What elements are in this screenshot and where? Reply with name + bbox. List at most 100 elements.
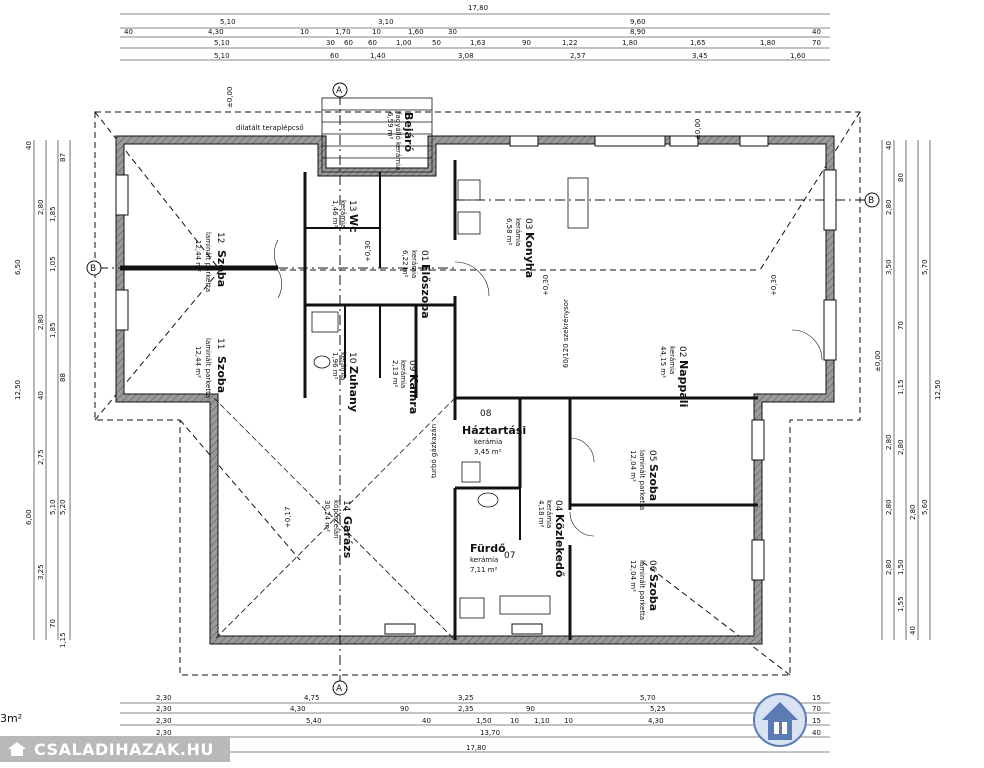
elevation-living: +0,30 xyxy=(542,275,550,296)
svg-text:kerámia: kerámia xyxy=(399,360,407,388)
svg-text:kerámia: kerámia xyxy=(470,556,498,564)
svg-text:09: 09 xyxy=(407,360,417,372)
dim-text-bottom: 2,30 4,75 3,25 5,70 15 2,30 4,30 90 2,35… xyxy=(156,694,821,752)
svg-text:5,20: 5,20 xyxy=(59,499,67,515)
svg-text:Kamra: Kamra xyxy=(407,374,420,414)
watermark-text: CSALADIHAZAK.HU xyxy=(34,739,214,759)
svg-text:15: 15 xyxy=(812,694,821,702)
svg-text:9,60: 9,60 xyxy=(630,18,646,26)
room-label-07: 07 Fürdő kerámia 7,11 m² xyxy=(470,542,515,574)
svg-text:5,10: 5,10 xyxy=(214,39,230,47)
svg-text:05: 05 xyxy=(647,450,657,461)
svg-text:12: 12 xyxy=(215,232,225,243)
svg-text:2,80: 2,80 xyxy=(885,499,893,515)
svg-text:3,08: 3,08 xyxy=(458,52,474,60)
svg-text:5,60: 5,60 xyxy=(921,499,929,515)
svg-text:4,18 m²: 4,18 m² xyxy=(537,500,545,528)
svg-text:5,40: 5,40 xyxy=(306,717,322,725)
room-label-06: 06 Szoba laminált parketta 12,04 m² xyxy=(629,560,660,620)
svg-text:40: 40 xyxy=(909,626,917,635)
svg-text:3,45 m²: 3,45 m² xyxy=(474,448,502,456)
svg-text:06: 06 xyxy=(647,560,657,572)
svg-text:15: 15 xyxy=(812,717,821,725)
svg-text:kerámia: kerámia xyxy=(410,250,418,278)
svg-text:12,44 m²: 12,44 m² xyxy=(194,346,202,378)
svg-text:5,70: 5,70 xyxy=(640,694,656,702)
svg-text:1,80: 1,80 xyxy=(760,39,776,47)
area-tag: 3m² xyxy=(0,712,23,725)
svg-text:5,70: 5,70 xyxy=(921,259,929,275)
svg-text:40: 40 xyxy=(885,141,893,150)
svg-text:12,50: 12,50 xyxy=(934,380,942,400)
svg-text:1,22: 1,22 xyxy=(562,39,578,47)
svg-text:40: 40 xyxy=(37,391,45,400)
svg-text:40: 40 xyxy=(812,729,821,737)
svg-text:7,11 m²: 7,11 m² xyxy=(470,566,498,574)
svg-text:2,80: 2,80 xyxy=(885,559,893,575)
room-label-12: 12 Szoba laminált parketta 12,44 m² xyxy=(194,232,228,292)
svg-text:40: 40 xyxy=(25,141,33,150)
svg-text:Háztartási: Háztartási xyxy=(462,424,526,437)
svg-text:1,50: 1,50 xyxy=(476,717,492,725)
section-lines xyxy=(98,95,870,685)
room-label-08: 08 Háztartási kerámia 3,45 m² xyxy=(462,409,526,456)
watermark-banner[interactable]: CSALADIHAZAK.HU xyxy=(0,736,230,762)
svg-text:70: 70 xyxy=(812,39,821,47)
svg-text:1,70: 1,70 xyxy=(335,28,351,36)
section-marker-a-top: A xyxy=(336,86,343,96)
svg-text:kőporcelán: kőporcelán xyxy=(332,500,341,539)
svg-text:14: 14 xyxy=(341,500,351,512)
room-label-11: 11 Szoba laminált parketta 12,44 m² xyxy=(194,338,228,398)
svg-text:Zuhany: Zuhany xyxy=(347,366,360,412)
flue-note: turbó gázkazán xyxy=(430,424,438,478)
svg-text:87: 87 xyxy=(59,153,67,162)
svg-text:07: 07 xyxy=(504,551,515,561)
dimension-lines-left xyxy=(33,140,71,640)
svg-text:2,80: 2,80 xyxy=(909,504,917,520)
svg-text:2,30: 2,30 xyxy=(156,729,172,737)
elevation-living-east: +0,30 xyxy=(770,275,778,296)
svg-text:30: 30 xyxy=(448,28,457,36)
svg-text:6,58 m²: 6,58 m² xyxy=(505,218,513,246)
svg-text:2,30: 2,30 xyxy=(156,694,172,702)
svg-text:laminált parketta: laminált parketta xyxy=(204,338,212,398)
svg-text:30,24 m²: 30,24 m² xyxy=(323,500,331,532)
section-marker-b-left: B xyxy=(90,264,96,274)
svg-text:fagyálló kerámia: fagyálló kerámia xyxy=(394,112,402,170)
house-icon xyxy=(8,742,26,756)
svg-text:6,00: 6,00 xyxy=(25,509,33,525)
svg-text:70: 70 xyxy=(897,321,905,330)
svg-text:kerámia: kerámia xyxy=(339,352,347,380)
dimension-lines-right xyxy=(881,140,931,640)
svg-text:1,46 m²: 1,46 m² xyxy=(331,200,339,228)
svg-text:60: 60 xyxy=(344,39,353,47)
svg-text:2,13 m²: 2,13 m² xyxy=(391,360,399,388)
svg-text:01: 01 xyxy=(419,250,429,261)
svg-text:40: 40 xyxy=(124,28,133,36)
room-label-03: 03 Konyha kerámia 6,58 m² xyxy=(505,218,536,278)
svg-text:Szoba: Szoba xyxy=(647,574,660,611)
svg-text:2,35: 2,35 xyxy=(458,705,474,713)
svg-text:3,25: 3,25 xyxy=(458,694,474,702)
svg-text:laminált parketta: laminált parketta xyxy=(638,450,646,510)
svg-text:Konyha: Konyha xyxy=(523,232,536,278)
section-marker-b-right: B xyxy=(868,196,874,206)
svg-text:12,44 m²: 12,44 m² xyxy=(194,240,202,272)
svg-text:40: 40 xyxy=(812,28,821,36)
section-marker-a-bottom: A xyxy=(336,684,343,694)
elevation-zero-top: ±0,00 xyxy=(226,87,234,108)
svg-text:4,30: 4,30 xyxy=(208,28,224,36)
svg-text:2,30: 2,30 xyxy=(156,705,172,713)
svg-text:6,22 m²: 6,22 m² xyxy=(401,250,409,278)
svg-text:12,50: 12,50 xyxy=(14,380,22,400)
svg-text:kerámia: kerámia xyxy=(668,346,676,374)
room-label-entry: Bejáró fagyálló kerámia 6,59 m² xyxy=(386,112,415,170)
svg-text:kerámia: kerámia xyxy=(545,500,553,528)
svg-text:2,75: 2,75 xyxy=(37,449,45,465)
svg-text:11: 11 xyxy=(215,338,225,349)
svg-text:kerámia: kerámia xyxy=(514,218,522,246)
svg-text:1,60: 1,60 xyxy=(408,28,424,36)
svg-text:Fürdő: Fürdő xyxy=(470,542,506,555)
svg-text:03: 03 xyxy=(523,218,533,229)
svg-text:2,80: 2,80 xyxy=(37,199,45,215)
